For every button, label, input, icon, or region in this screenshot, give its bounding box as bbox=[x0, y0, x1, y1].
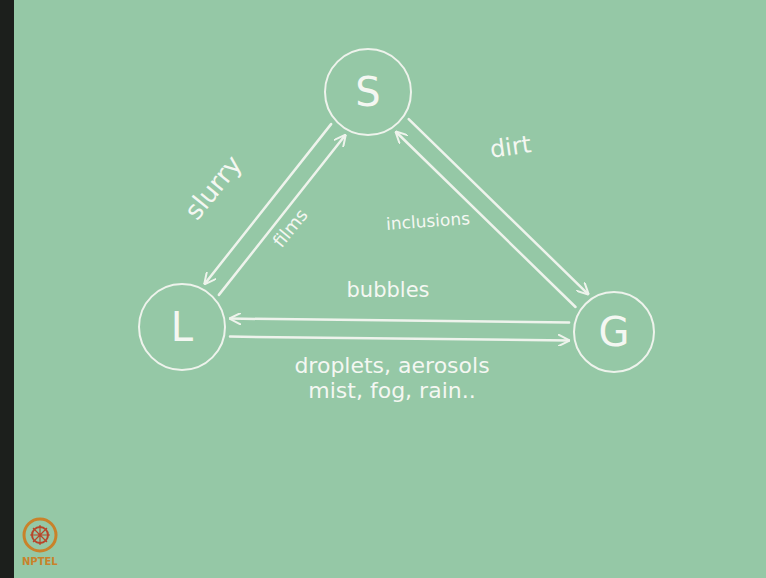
transfer-arrow bbox=[230, 319, 569, 323]
board-edge bbox=[0, 0, 14, 578]
phase-letter: S bbox=[355, 72, 380, 112]
phase-circle: S bbox=[324, 48, 412, 136]
transfer-arrow bbox=[409, 119, 588, 294]
edge-label: bubbles bbox=[347, 278, 430, 302]
phase-letter: L bbox=[171, 307, 193, 347]
phase-circle: G bbox=[573, 291, 655, 373]
edge-label: droplets, aerosols mist, fog, rain.. bbox=[275, 353, 510, 404]
transfer-arrow bbox=[230, 337, 569, 341]
edge-label: dirt bbox=[488, 131, 533, 164]
logo-text: NPTEL bbox=[22, 556, 58, 568]
phase-circle: L bbox=[138, 283, 226, 371]
edge-label: slurry bbox=[179, 150, 249, 226]
transfer-arrow bbox=[205, 124, 331, 284]
phase-letter: G bbox=[599, 312, 630, 352]
edge-label: inclusions bbox=[385, 209, 470, 234]
edge-label: films bbox=[268, 205, 311, 252]
logo-symbol bbox=[24, 519, 56, 551]
